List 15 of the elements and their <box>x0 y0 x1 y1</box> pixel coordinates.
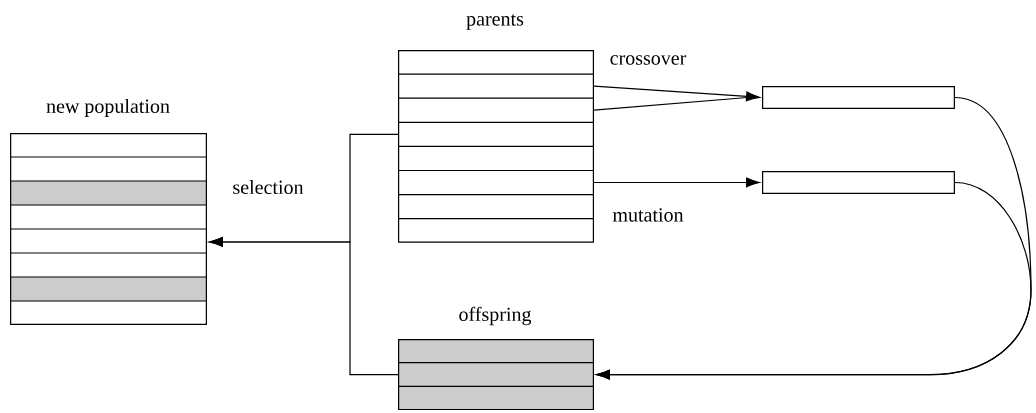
table-box: parents <box>397 14 595 243</box>
table-box: new population <box>9 98 208 325</box>
node-label: offspring <box>459 306 532 326</box>
node-label: parents <box>466 14 524 30</box>
edge-label: crossover <box>608 53 688 67</box>
node-label: new population <box>46 98 170 118</box>
edge-label: selection <box>231 178 305 196</box>
arrow <box>209 237 399 376</box>
table-box: offspring <box>397 306 595 411</box>
arrow <box>593 177 760 188</box>
result-box <box>762 85 955 109</box>
edge-label: mutation <box>611 206 685 224</box>
arrow <box>593 85 760 111</box>
result-box <box>762 170 955 194</box>
arrow <box>596 181 1032 380</box>
